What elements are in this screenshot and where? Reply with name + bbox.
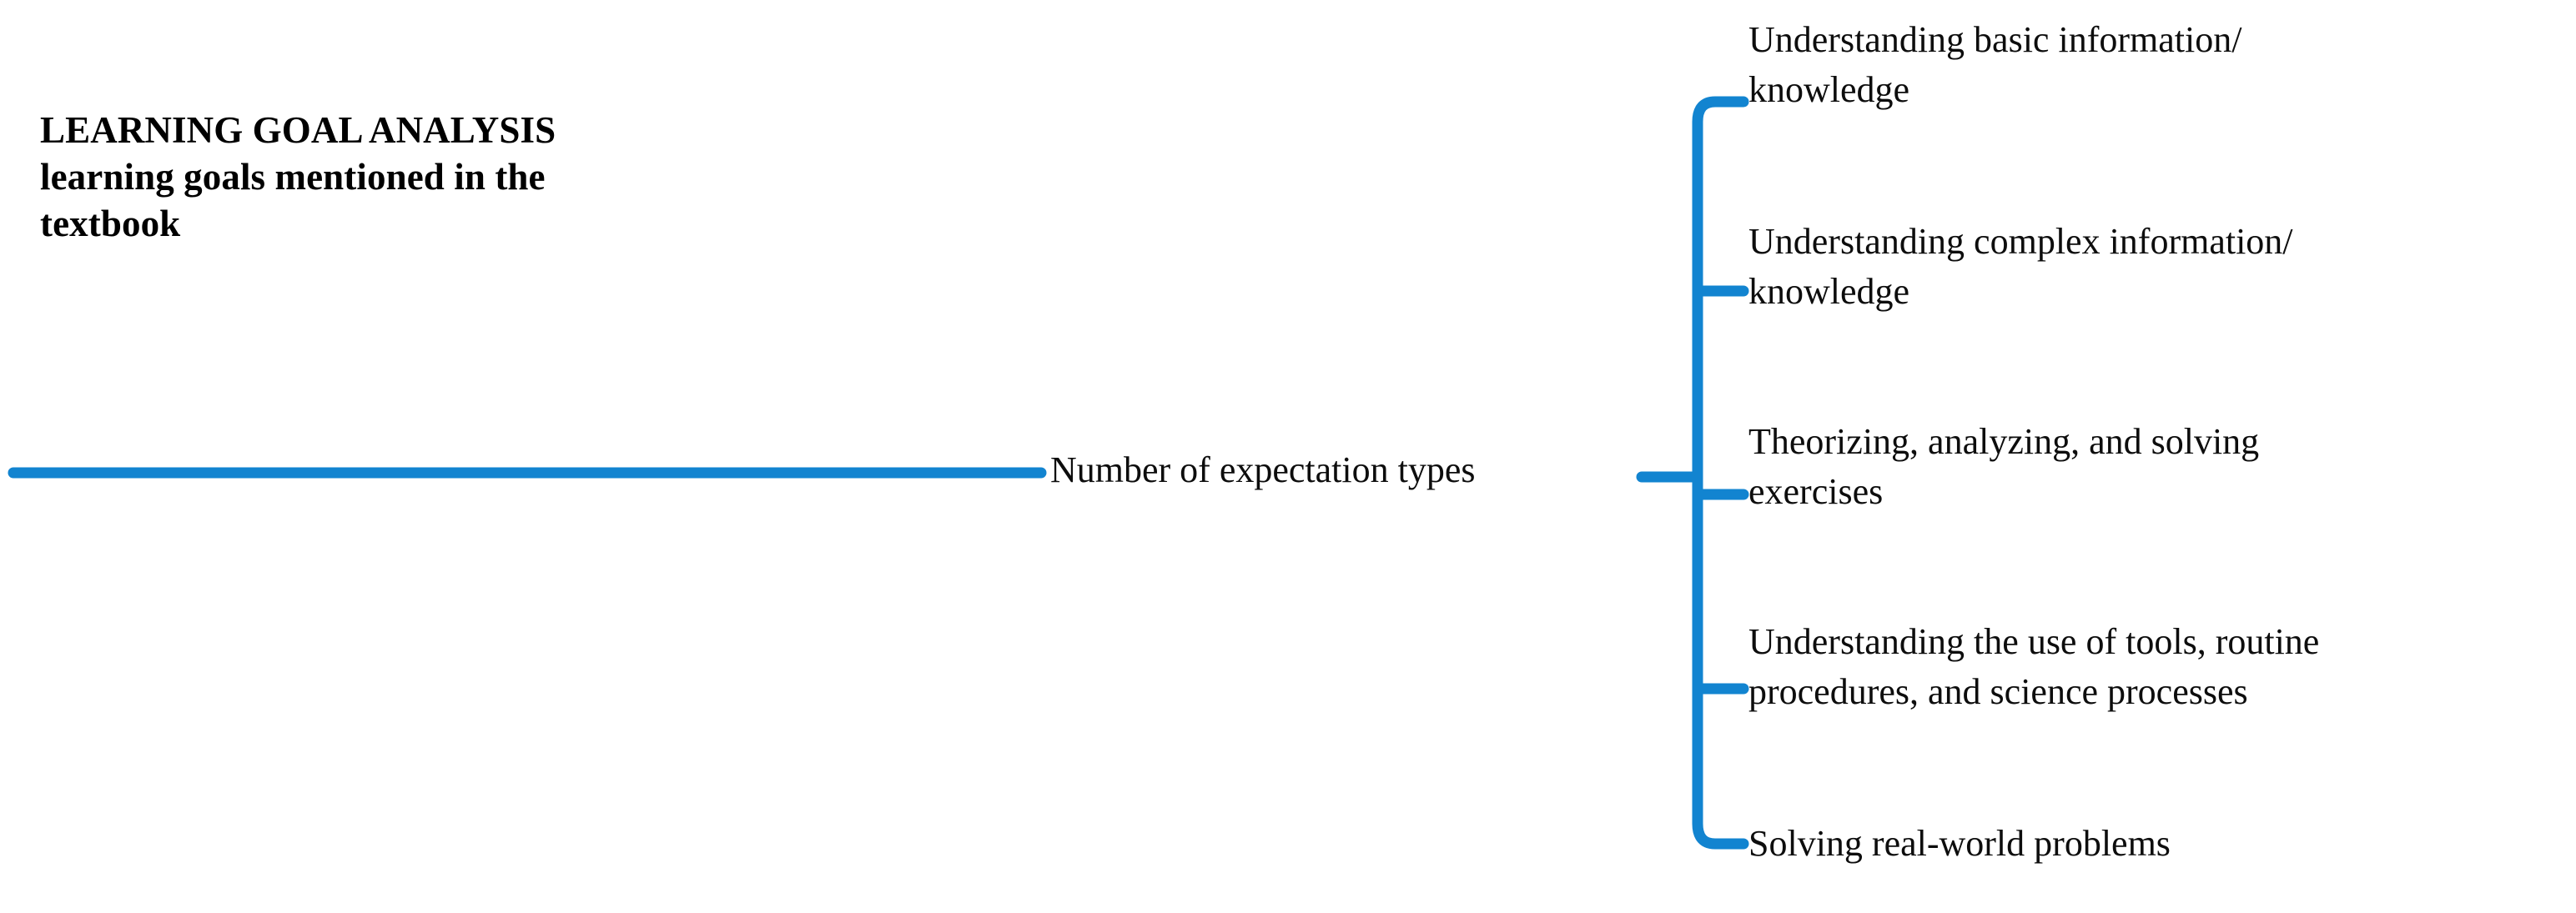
middle-node-label: Number of expectation types [1050,449,1476,490]
root-title-line-3: textbook [40,203,181,244]
leaf-item-theorizing-analyzing-solving: Theorizing, analyzing, and solving exerc… [1748,421,2260,512]
root-title-line-2: learning goals mentioned in the [40,156,546,198]
leaf-item-solving-real-world-problems: Solving real-world problems [1748,823,2171,864]
leaf-item-understanding-complex-information: Understanding complex information/ knowl… [1748,221,2293,312]
leaf-item-understanding-basic-information: Understanding basic information/ knowled… [1748,19,2242,110]
leaf-item-understanding-use-of-tools: Understanding the use of tools, routine … [1748,621,2320,712]
root-title-block: LEARNING GOAL ANALYSIS learning goals me… [40,107,924,247]
root-title-line-1: LEARNING GOAL ANALYSIS [40,109,556,151]
bracket-spine [1692,96,1749,850]
